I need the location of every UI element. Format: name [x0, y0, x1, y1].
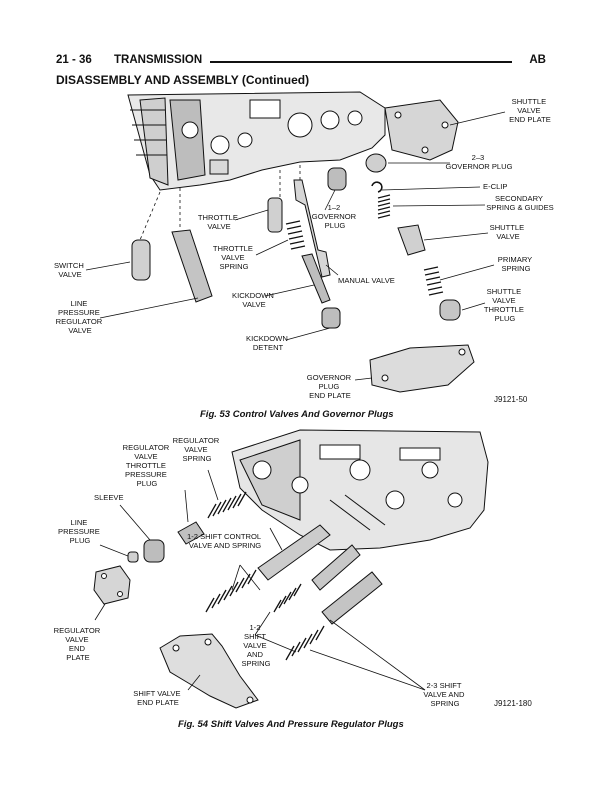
kickdown-valve [301, 253, 331, 304]
label-throttle-valve-spring: THROTTLE VALVE SPRING [213, 244, 255, 271]
shuttle-valve-throttle-plug [439, 299, 461, 321]
fig53-caption: Fig. 53 Control Valves And Governor Plug… [200, 409, 394, 420]
shift-spring-2-3 [285, 625, 325, 661]
fig54-caption: Fig. 54 Shift Valves And Pressure Regula… [178, 719, 404, 730]
label-secondary-spring: SECONDARY SPRING & GUIDES [486, 194, 554, 212]
label-switch-valve: SWITCH VALVE [54, 261, 86, 279]
section-title: TRANSMISSION [114, 54, 203, 66]
shift-valve-end-plate [159, 633, 259, 709]
label-manual-valve: MANUAL VALVE [338, 276, 395, 285]
label-shift-control-1-2: 1-2 SHIFT CONTROL VALVE AND SPRING [187, 532, 263, 550]
regulator-valve-spring [207, 491, 247, 519]
secondary-spring [377, 194, 391, 219]
line-pressure-plug [127, 551, 139, 563]
section-subtitle: DISASSEMBLY AND ASSEMBLY (Continued) [56, 73, 310, 87]
label-line-pressure-plug: LINE PRESSURE PLUG [58, 518, 102, 545]
shift-valve-2-3 [321, 571, 383, 625]
label-shuttle-valve-end-plate: SHUTTLE VALVE END PLATE [509, 97, 551, 124]
primary-spring [423, 266, 444, 296]
regulator-valve-throttle-pressure-plug [177, 521, 205, 545]
label-shuttle-valve-throttle-plug: SHUTTLE VALVE THROTTLE PLUG [484, 287, 526, 323]
line-pressure-regulator-valve [171, 229, 213, 303]
page-header: 21 - 36 TRANSMISSION AB [56, 54, 546, 68]
label-shift-valve-end-plate: SHIFT VALVE END PLATE [133, 689, 182, 707]
shuttle-valve-end-plate [384, 99, 459, 161]
switch-valve [131, 239, 151, 281]
label-governor-plug-1-2: 1–2 GOVERNOR PLUG [312, 203, 358, 230]
header-rule [210, 61, 512, 63]
shift-control-spring-1-2 [205, 569, 257, 613]
valve-body-casting-top [127, 91, 386, 191]
shift-spring-1-2 [273, 583, 302, 613]
label-governor-plug-2-3: 2–3 GOVERNOR PLUG [445, 153, 512, 171]
shuttle-valve [397, 224, 426, 256]
label-kickdown-detent: KICKDOWN DETENT [246, 334, 290, 352]
label-shuttle-valve: SHUTTLE VALVE [490, 223, 527, 241]
label-shift-valve-1-2: 1-2 SHIFT VALVE AND SPRING [241, 623, 270, 668]
governor-plug-2-3 [365, 153, 387, 173]
sleeve [143, 539, 165, 563]
label-regulator-valve-throttle-pressure-plug: REGULATOR VALVE THROTTLE PRESSURE PLUG [123, 443, 172, 488]
page-number: 21 - 36 [56, 54, 92, 66]
fig53-id: J9121-50 [494, 395, 528, 404]
governor-plug-1-2 [327, 167, 347, 191]
kickdown-detent [321, 307, 341, 329]
label-shift-valve-2-3: 2-3 SHIFT VALVE AND SPRING [423, 681, 466, 708]
manual-valve [293, 179, 331, 278]
e-clip [371, 181, 383, 193]
label-regulator-valve-spring: REGULATOR VALVE SPRING [173, 436, 222, 463]
label-sleeve: SLEEVE [94, 493, 124, 502]
section-code: AB [529, 54, 546, 66]
label-governor-plug-end-plate: GOVERNOR PLUG END PLATE [307, 373, 353, 400]
label-primary-spring: PRIMARY SPRING [498, 255, 534, 273]
regulator-valve-end-plate [93, 565, 131, 605]
label-throttle-valve: THROTTLE VALVE [198, 213, 240, 231]
throttle-valve [267, 197, 283, 233]
fig54-drawing [93, 429, 489, 709]
valve-body-casting-lower [231, 429, 489, 551]
label-e-clip: E-CLIP [483, 182, 507, 191]
throttle-valve-spring [285, 220, 306, 250]
governor-plug-end-plate [369, 344, 475, 393]
label-regulator-valve-end-plate: REGULATOR VALVE END PLATE [54, 626, 103, 662]
label-line-pressure-regulator-valve: LINE PRESSURE REGULATOR VALVE [56, 299, 105, 335]
shift-valve-1-2 [311, 544, 361, 591]
fig54-id: J9121-180 [494, 699, 532, 708]
label-kickdown-valve: KICKDOWN VALVE [232, 291, 276, 309]
shift-control-valve-1-2 [257, 524, 331, 581]
fig53-drawing [85, 91, 506, 393]
